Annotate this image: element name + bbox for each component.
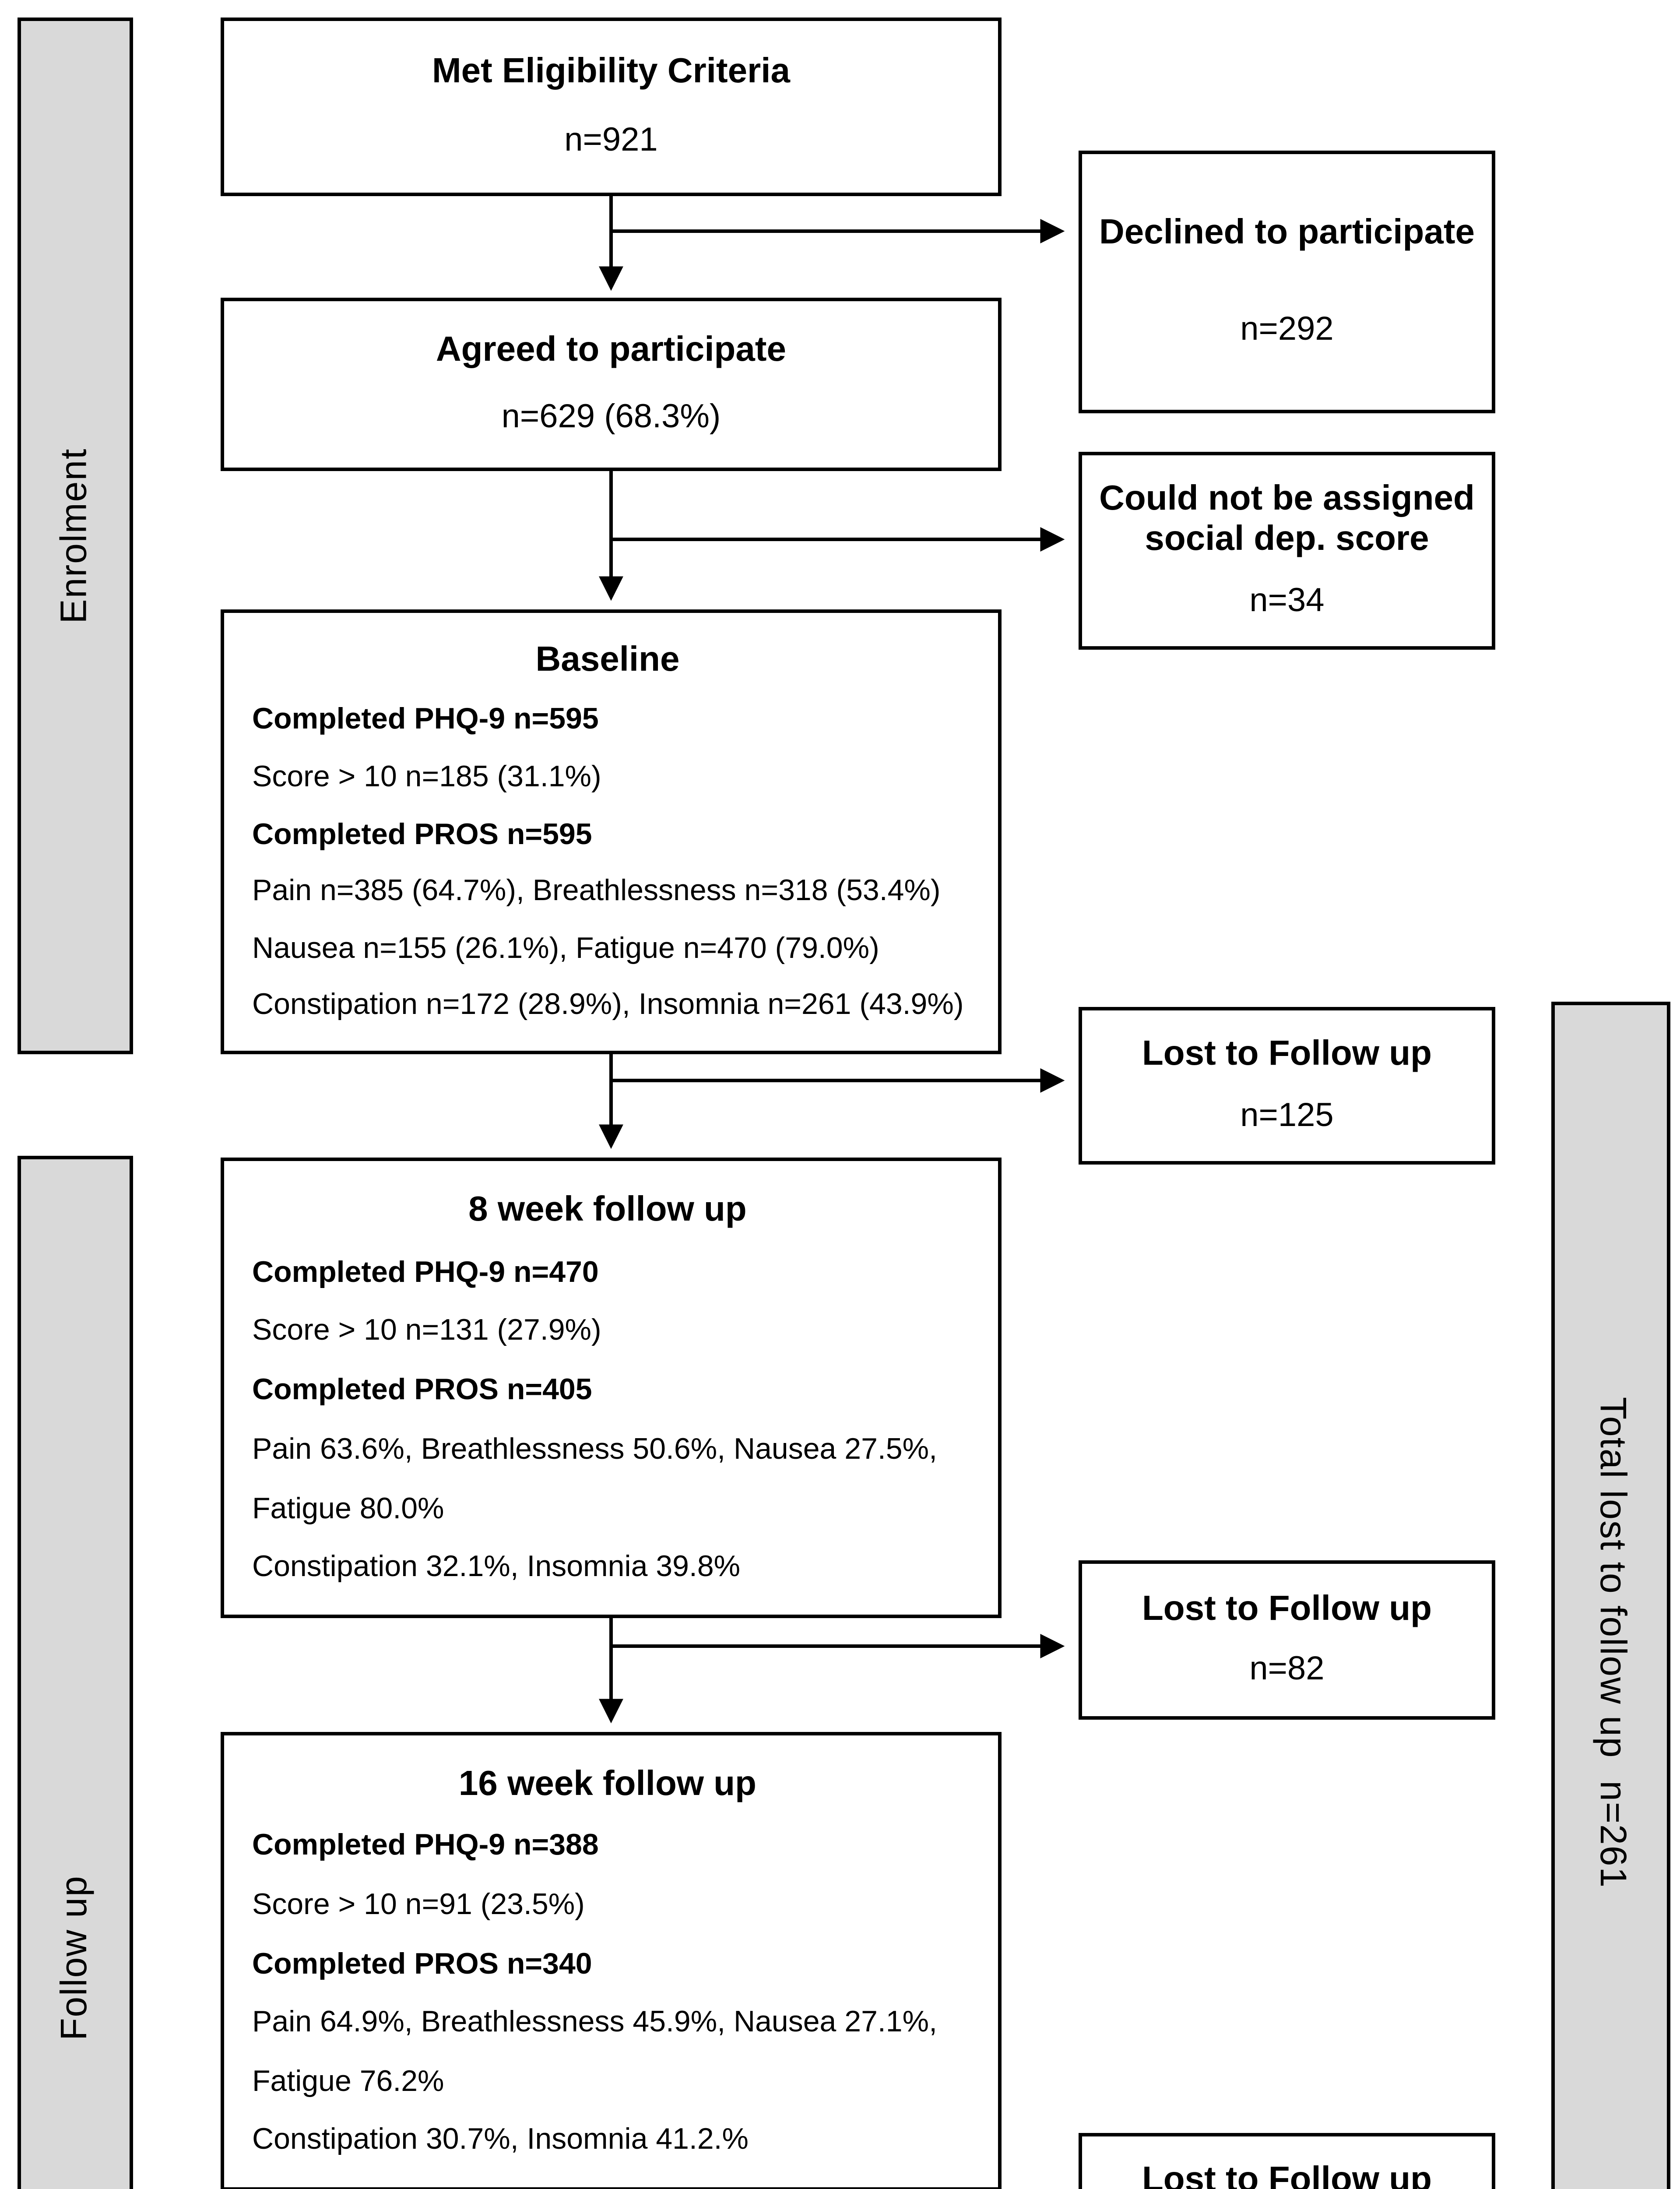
week16-title: 16 week follow up (458, 1764, 757, 1803)
baseline-line-constipation: Constipation n=172 (28.9%), Insomnia n=2… (252, 988, 964, 1022)
week8-line-phq9: Completed PHQ-9 n=470 (252, 1255, 599, 1288)
no-dep-score-n: n=34 (1249, 582, 1325, 619)
no-dep-score-title: Could not be assigned social dep. score (1099, 480, 1475, 560)
eligibility-title: Met Eligibility Criteria (432, 53, 790, 92)
week16-line-fatigue: Fatigue 76.2% (252, 2064, 444, 2097)
week8-line-fatigue: Fatigue 80.0% (252, 1491, 444, 1524)
week8-line-score: Score > 10 n=131 (27.9%) (252, 1314, 601, 1347)
lost-followup-16-n: n=82 (1249, 1652, 1325, 1689)
stage-bar-follow-up: Follow up (18, 1156, 133, 2189)
week16-line-score: Score > 10 n=91 (23.5%) (252, 1887, 585, 1921)
eligibility-n: n=921 (564, 122, 658, 159)
baseline-title: Baseline (535, 640, 680, 679)
enrolment-label: Enrolment (54, 448, 95, 624)
stage-bar-enrolment: Enrolment (18, 18, 133, 1054)
lost-followup-8-title: Lost to Follow up (1142, 1035, 1432, 1074)
total-lost-label: Total lost to follow up n=261 (1592, 1397, 1632, 1889)
week16-line-pros: Completed PROS n=340 (252, 1946, 592, 1980)
agreed-title: Agreed to participate (436, 331, 787, 370)
follow-up-label: Follow up (54, 1875, 95, 2041)
lost-followup-8-box: Lost to Follow up n=125 (1079, 1007, 1495, 1165)
lost-followup-8-n: n=125 (1240, 1097, 1334, 1134)
baseline-line-phq9: Completed PHQ-9 n=595 (252, 703, 599, 736)
lost-followup-24-box: Lost to Follow up n=54 (1079, 2133, 1495, 2189)
no-dep-score-box: Could not be assigned social dep. score … (1079, 452, 1495, 650)
week16-line-pain: Pain 64.9%, Breathlessness 45.9%, Nausea… (252, 2005, 937, 2039)
declined-n: n=292 (1240, 311, 1334, 348)
stage-bar-total-lost: Total lost to follow up n=261 (1551, 1002, 1670, 2189)
week16-line-constipation: Constipation 30.7%, Insomnia 41.2.% (252, 2123, 749, 2157)
week8-title: 8 week follow up (468, 1190, 747, 1229)
baseline-line-pros: Completed PROS n=595 (252, 817, 592, 850)
lost-followup-16-box: Lost to Follow up n=82 (1079, 1560, 1495, 1720)
week8-line-pros: Completed PROS n=405 (252, 1373, 592, 1406)
baseline-line-pain: Pain n=385 (64.7%), Breathlessness n=318… (252, 874, 941, 908)
declined-title: Declined to participate (1099, 214, 1475, 253)
week8-box: 8 week follow up Completed PHQ-9 n=470 S… (221, 1158, 1002, 1618)
week16-box: 16 week follow up Completed PHQ-9 n=388 … (221, 1732, 1002, 2189)
baseline-line-nausea: Nausea n=155 (26.1%), Fatigue n=470 (79.… (252, 931, 879, 964)
week8-line-pain: Pain 63.6%, Breathlessness 50.6%, Nausea… (252, 1432, 937, 1465)
eligibility-box: Met Eligibility Criteria n=921 (221, 18, 1002, 196)
agreed-n: n=629 (68.3%) (501, 398, 721, 436)
lost-followup-24-title: Lost to Follow up (1142, 2161, 1432, 2189)
declined-box: Declined to participate n=292 (1079, 151, 1495, 413)
week8-line-constipation: Constipation 32.1%, Insomnia 39.8% (252, 1550, 741, 1584)
baseline-box: Baseline Completed PHQ-9 n=595 Score > 1… (221, 609, 1002, 1054)
agreed-box: Agreed to participate n=629 (68.3%) (221, 298, 1002, 471)
baseline-line-score: Score > 10 n=185 (31.1%) (252, 760, 601, 793)
lost-followup-16-title: Lost to Follow up (1142, 1589, 1432, 1628)
week16-line-phq9: Completed PHQ-9 n=388 (252, 1829, 599, 1862)
